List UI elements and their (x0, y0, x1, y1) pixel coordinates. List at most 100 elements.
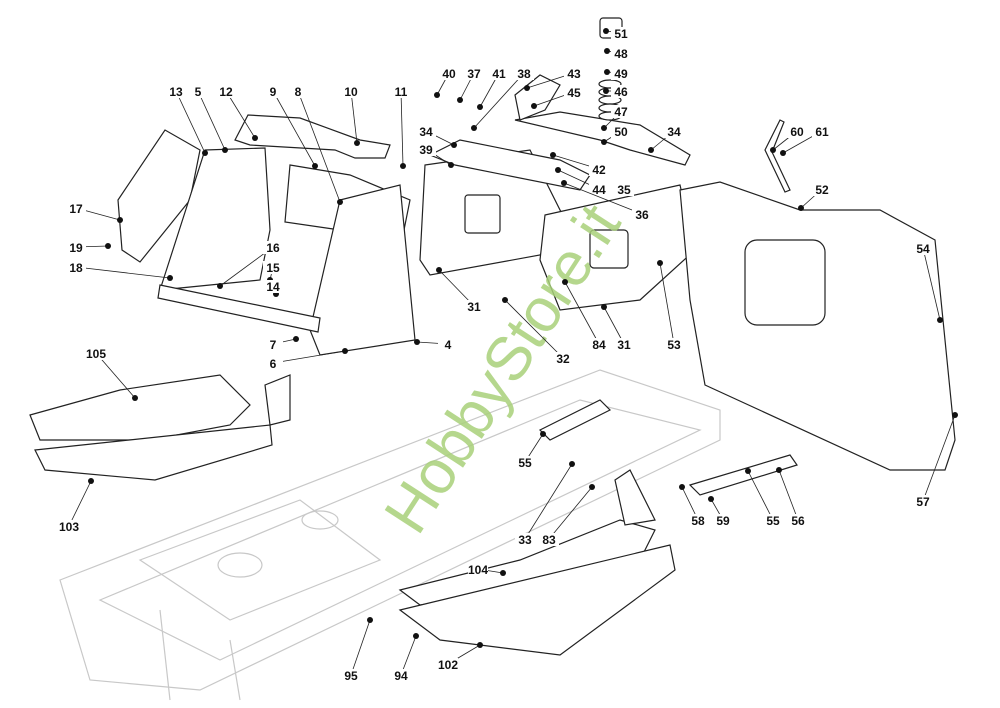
part-number: 10 (344, 85, 358, 99)
part-number: 34 (419, 125, 433, 139)
callout-dot (776, 467, 782, 473)
label-background (438, 338, 458, 351)
part-number: 59 (716, 514, 730, 528)
callout-dot (561, 180, 567, 186)
part-number: 102 (438, 658, 458, 672)
part-label-12: 12 (216, 85, 258, 141)
bracket-103 (264, 374, 291, 426)
footrest-105 (29, 374, 251, 441)
part-number: 19 (69, 241, 83, 255)
callout-dot (471, 125, 477, 131)
part-number: 41 (492, 67, 506, 81)
callout-dot (337, 199, 343, 205)
label-background (416, 143, 436, 156)
part-number: 55 (766, 514, 780, 528)
callout-dot (413, 633, 419, 639)
callout-dot (500, 570, 506, 576)
callout-dot (952, 412, 958, 418)
part-label-103: 103 (59, 478, 94, 534)
part-label-41: 41 (477, 67, 509, 110)
part-number: 49 (614, 67, 628, 81)
label-background (611, 105, 631, 118)
callout-dot (400, 163, 406, 169)
panel-5 (159, 147, 271, 291)
label-background (812, 183, 832, 196)
part-label-31: 31 (601, 304, 634, 352)
part-label-16: 16 (217, 241, 283, 289)
part-number: 32 (556, 352, 570, 366)
leader-line (175, 90, 206, 154)
part-label-13: 13 (166, 85, 208, 156)
part-label-19: 19 (66, 241, 111, 255)
part-number: 35 (617, 183, 631, 197)
callout-dot (770, 147, 776, 153)
label-background (589, 183, 609, 196)
part-number: 104 (468, 563, 488, 577)
label-background (589, 338, 609, 351)
label-background (468, 563, 488, 576)
callout-dot (589, 484, 595, 490)
label-background (263, 357, 283, 370)
label-background (188, 85, 208, 98)
label-background (614, 183, 634, 196)
callout-dot (222, 147, 228, 153)
part-label-60: 60 (770, 125, 807, 153)
label-background (438, 658, 458, 671)
lever-60 (764, 119, 791, 193)
chassis-frame (59, 369, 721, 701)
part-number: 13 (169, 85, 183, 99)
part-label-42: 42 (550, 152, 609, 177)
part-number: 60 (790, 125, 804, 139)
label-background (341, 669, 361, 682)
part-label-54: 54 (913, 242, 943, 323)
part-number: 14 (266, 280, 280, 294)
callout-dot (524, 85, 530, 91)
label-background (66, 261, 86, 274)
part-label-35: 35 (614, 183, 634, 197)
part-label-14: 14 (263, 280, 283, 297)
callout-dot (657, 260, 663, 266)
callout-dot (679, 484, 685, 490)
leader-line (778, 469, 799, 521)
panel-opening (464, 194, 501, 234)
label-background (611, 27, 631, 40)
part-number: 38 (517, 67, 531, 81)
leader-line (747, 470, 774, 521)
part-label-31: 31 (436, 267, 484, 314)
bracket-104 (614, 469, 656, 526)
part-number: 18 (69, 261, 83, 275)
callout-dot (451, 142, 457, 148)
label-background (464, 300, 484, 313)
callout-dot (477, 642, 483, 648)
leader-line (272, 90, 316, 167)
part-number: 6 (270, 357, 277, 371)
part-label-39: 39 (416, 143, 454, 168)
bracket-55b (688, 454, 798, 496)
part-label-17: 17 (66, 202, 123, 223)
bracket-55 (538, 399, 612, 441)
part-label-36: 36 (561, 180, 652, 222)
part-number: 5 (195, 85, 202, 99)
label-background (564, 86, 584, 99)
part-label-50: 50 (601, 125, 631, 145)
callout-dot (601, 139, 607, 145)
part-number: 52 (815, 183, 829, 197)
part-number: 40 (442, 67, 456, 81)
part-label-10: 10 (341, 85, 361, 146)
cover-4 (309, 184, 416, 356)
label-background (263, 261, 283, 274)
callout-dot (937, 317, 943, 323)
leader-line (659, 262, 675, 345)
part-number: 56 (791, 514, 805, 528)
leader-line (524, 463, 573, 540)
label-background (787, 125, 807, 138)
part-number: 46 (614, 85, 628, 99)
part-label-44: 44 (555, 167, 609, 197)
callout-dot (354, 140, 360, 146)
leader-line (564, 281, 600, 345)
part-label-4: 4 (414, 338, 458, 352)
callout-dot (217, 283, 223, 289)
part-number: 48 (614, 47, 628, 61)
label-background (688, 514, 708, 527)
